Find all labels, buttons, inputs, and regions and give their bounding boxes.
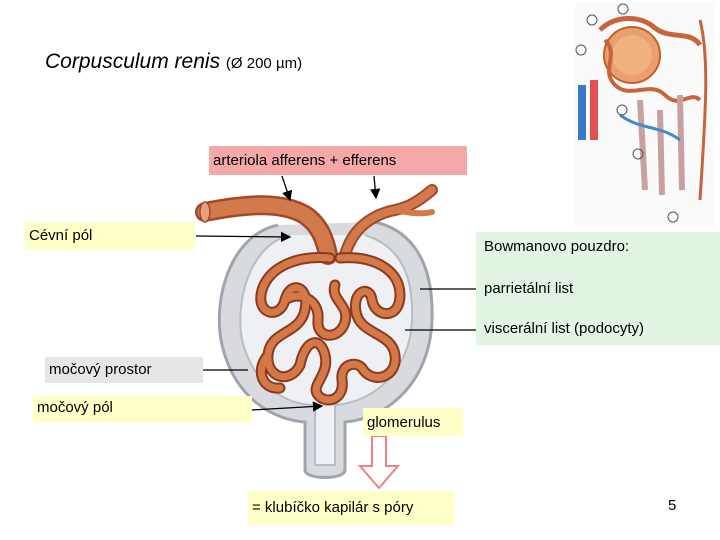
page-number: 5 — [668, 497, 677, 514]
label-mocovy-pol: močový pól — [33, 396, 252, 423]
label-glomerulus: glomerulus — [363, 408, 463, 436]
title-sub: (Ø 200 µm) — [225, 55, 303, 72]
label-cevni-pol: Cévní pól — [25, 222, 195, 250]
label-visceralni: viscerální list (podocyty) — [484, 320, 645, 337]
arrow-cevni-pol — [195, 231, 292, 243]
nephron-thumbnail — [575, 2, 715, 227]
label-klubicko: = klubíčko kapilár s póry — [248, 491, 454, 525]
label-arteriola: arteriola afferens + efferens — [209, 146, 467, 175]
arterioles — [195, 184, 438, 265]
page-title: Corpusculum renis (Ø 200 µm) — [45, 50, 302, 74]
label-bowman: Bowmanovo pouzdro: — [484, 238, 630, 255]
glomerulus-capillaries — [255, 251, 406, 406]
title-main: Corpusculum renis — [45, 50, 221, 73]
arrow-mocovy-pol — [251, 401, 324, 412]
bowman-box: Bowmanovo pouzdro: parrietální list visc… — [476, 232, 720, 345]
label-parietalni: parrietální list — [484, 280, 574, 297]
label-mocovy-prostor: močový prostor — [45, 357, 203, 383]
arrow-afferens — [281, 175, 293, 202]
pointer-lines — [195, 175, 476, 412]
glomerulus-definition-arrow — [357, 435, 401, 490]
arrow-efferens — [369, 175, 381, 200]
